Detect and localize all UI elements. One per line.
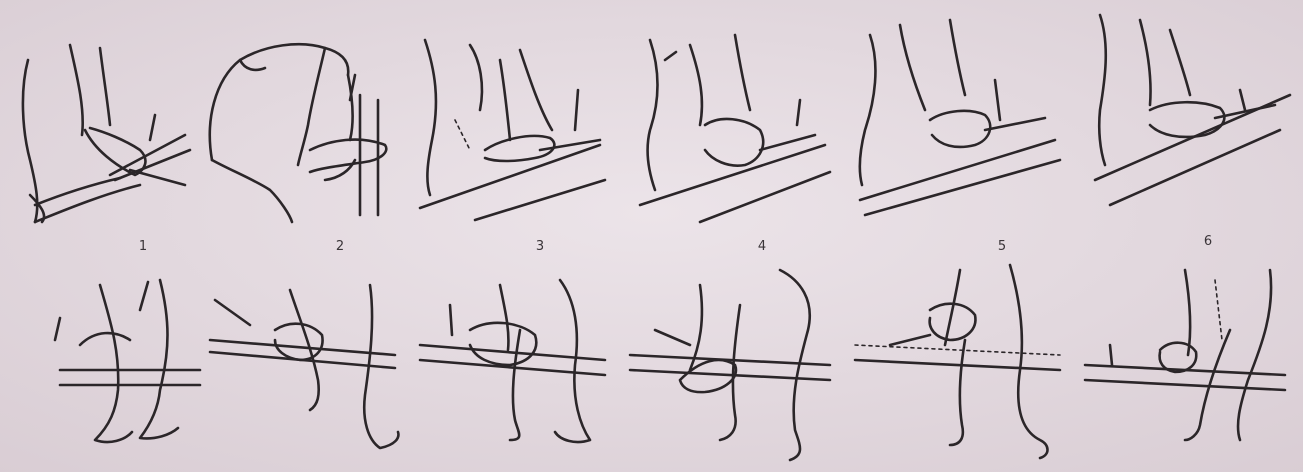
step-label-2: 2 [336, 239, 344, 254]
step-label-1: 1 [139, 239, 147, 254]
step-label-6: 6 [1204, 234, 1212, 249]
step-label-5: 5 [998, 239, 1006, 254]
step-label-3: 3 [536, 239, 544, 254]
step-label-4: 4 [758, 239, 766, 254]
